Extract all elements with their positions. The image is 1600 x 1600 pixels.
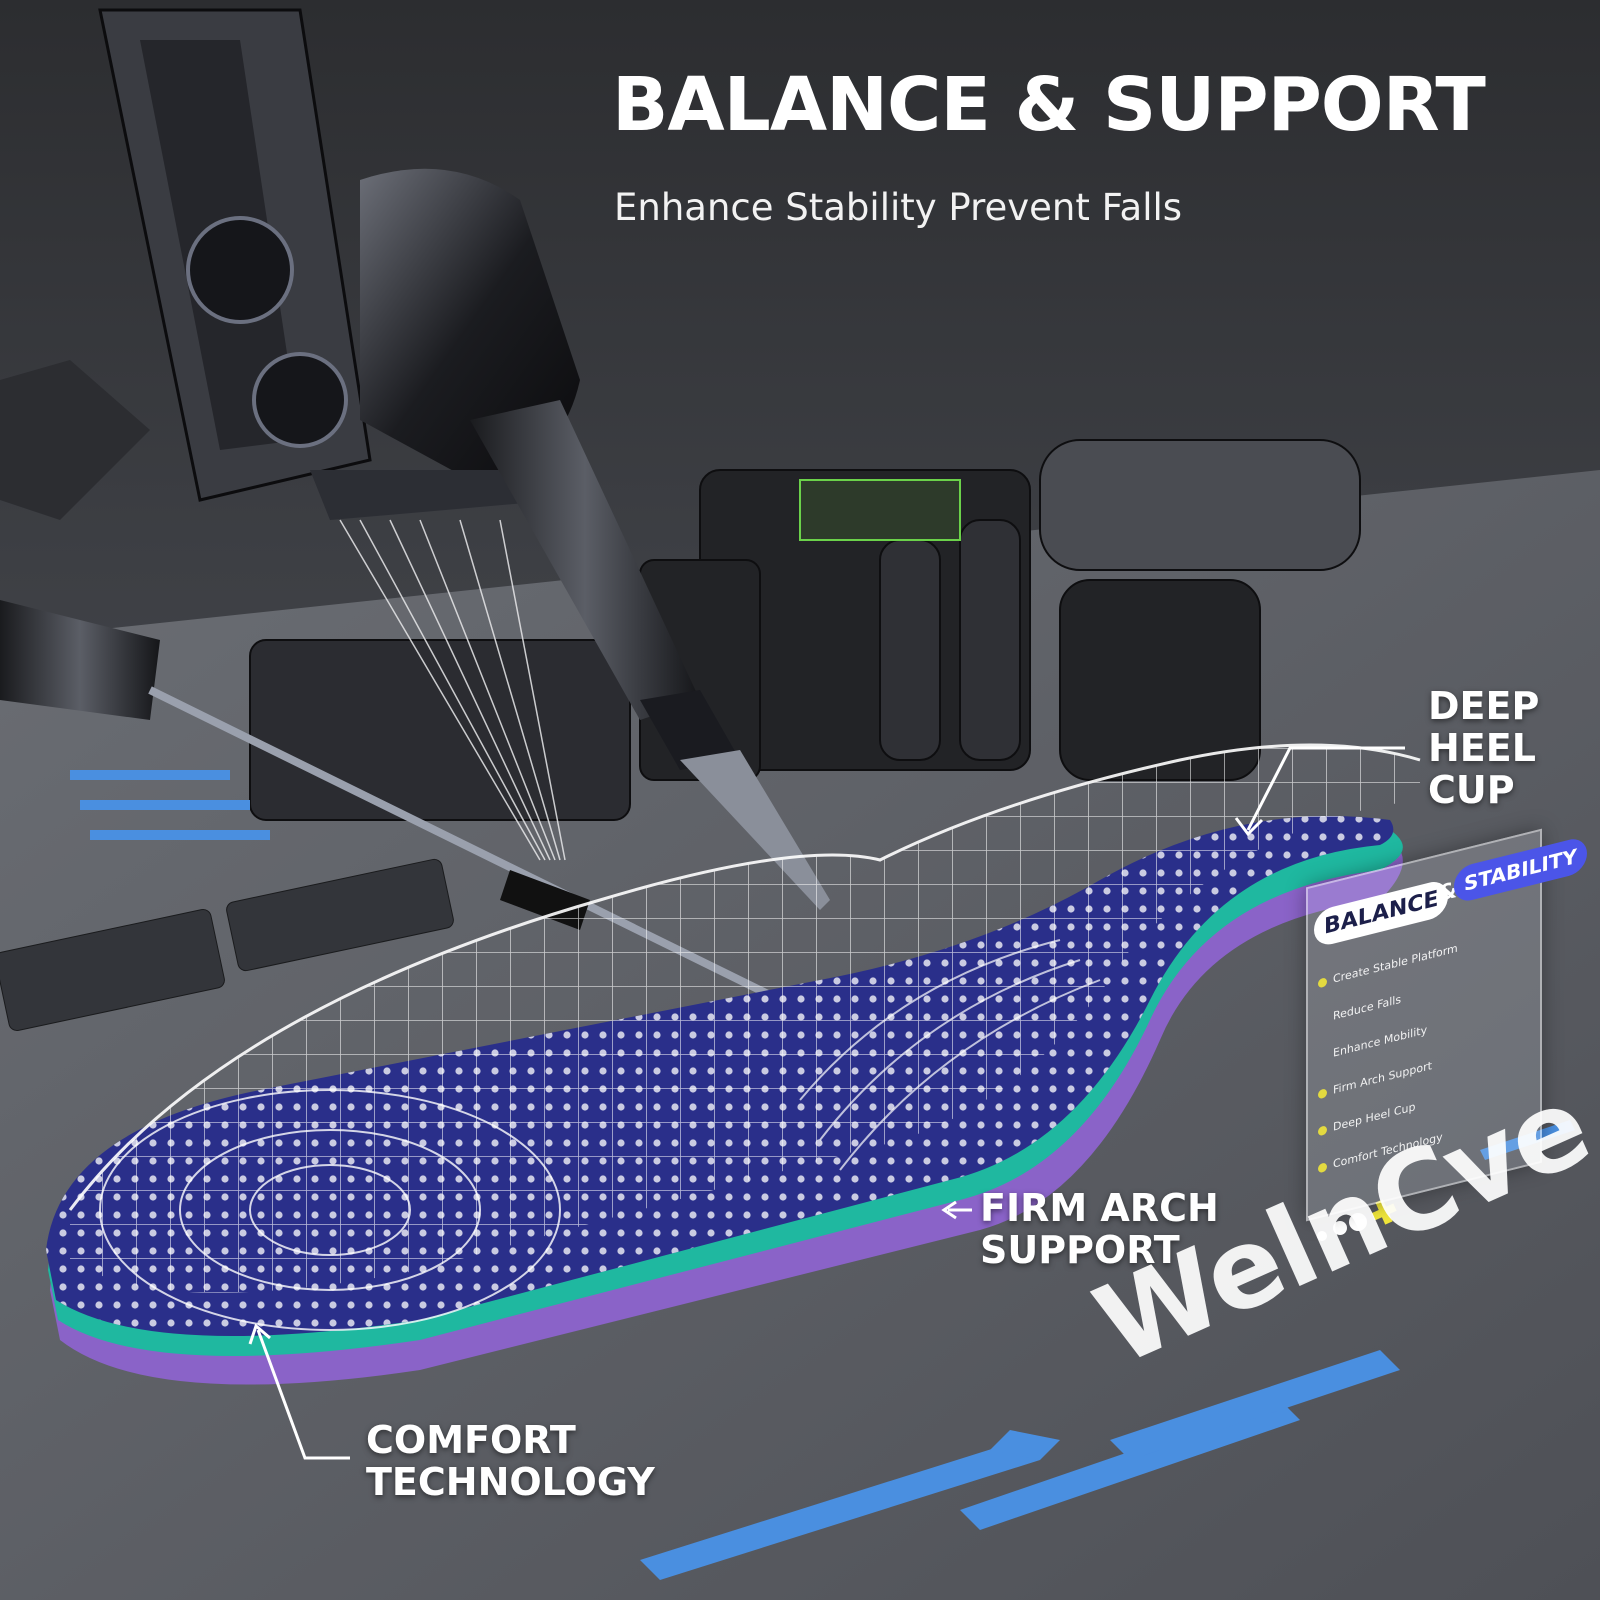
filament-strands (339, 519, 566, 861)
callout-line: FIRM ARCH (980, 1186, 1219, 1230)
list-item: Enhance Mobility (1318, 1016, 1458, 1064)
bullet-icon (1318, 976, 1327, 988)
callout-line: SUPPORT (980, 1227, 1180, 1272)
headline: BALANCE & SUPPORT (612, 62, 1486, 148)
machinery (249, 439, 1361, 821)
list-item-label: Create Stable Platform (1333, 941, 1458, 986)
list-item: Firm Arch Support (1318, 1053, 1458, 1101)
callout-line: DEEP (1428, 684, 1540, 728)
table-stripes (70, 770, 1575, 1580)
list-item: Create Stable Platform (1318, 942, 1458, 990)
control-pads (0, 858, 454, 1032)
list-item-label: Enhance Mobility (1333, 1023, 1428, 1060)
subheadline: Enhance Stability Prevent Falls (614, 186, 1183, 229)
bullet-icon (1318, 1087, 1327, 1099)
bullet-icon (1318, 1124, 1327, 1136)
panel-tag-balance: BALANCE (1314, 877, 1449, 949)
list-item-label: Firm Arch Support (1333, 1059, 1432, 1097)
list-item: Reduce Falls (1318, 979, 1458, 1027)
callout-arrows (248, 746, 1405, 1460)
callout-firm-arch-support: FIRM ARCH SUPPORT (980, 1186, 1219, 1272)
callout-line: HEEL (1428, 725, 1536, 770)
callout-line: COMFORT (366, 1418, 576, 1462)
mesh-grid-icon (68, 743, 1421, 1293)
brand-logo-icon (1317, 1199, 1397, 1241)
bullet-icon (1318, 1014, 1327, 1025)
list-item-label: Reduce Falls (1333, 992, 1402, 1023)
callout-line: TECHNOLOGY (366, 1459, 655, 1504)
bullet-icon (1318, 1051, 1327, 1062)
callout-line: CUP (1428, 767, 1515, 812)
callout-deep-heel-cup: DEEP HEEL CUP (1428, 684, 1540, 812)
callout-comfort-technology: COMFORT TECHNOLOGY (366, 1418, 655, 1504)
